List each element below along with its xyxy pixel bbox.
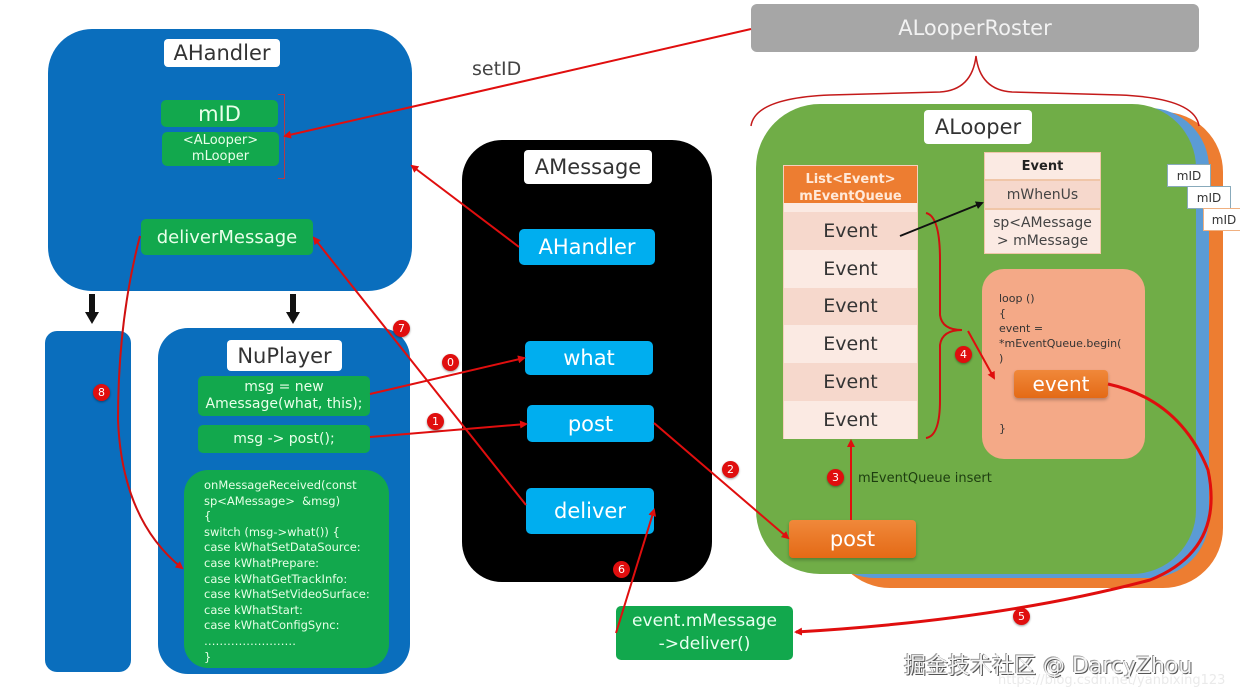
event-message-line2: > mMessage [996,233,1089,249]
step-badge-0: 0 [442,354,459,371]
code-line: onMessageReceived(const [204,478,357,492]
amessage-title: AMessage [524,150,652,184]
event-queue-header: List<Event> mEventQueue [784,166,917,204]
event-queue-item: Event [784,287,917,326]
loop-code-line: ) [999,352,1004,365]
code-line: case kWhatSetDataSource: [204,540,361,555]
event-struct-title: Event [985,153,1100,181]
code-line: case kWhatPrepare: [204,555,320,570]
loop-code-line: loop () [999,292,1035,305]
watermark: 掘金技术社区 @ DarcyZhou [904,654,1193,679]
looper-mid-tag-3: mID [1203,208,1240,231]
event-queue-item: Event [784,249,917,288]
new-message-code: msg = new Amessage(what, this); [198,376,370,416]
amessage-post-method: post [527,405,654,442]
event-queue-item: Event [784,400,917,439]
alooper-title: ALooper [924,110,1032,144]
code-line: case kWhatStart: [204,602,303,617]
step-badge-2: 2 [722,461,739,478]
insert-label: mEventQueue insert [858,471,992,486]
amessage-deliver-method: deliver [526,488,654,534]
mlooper-type: <ALooper> [182,133,259,148]
step-badge-8: 8 [93,384,110,401]
code-line: sp<AMessage> &msg) [204,493,341,508]
post-call-code: msg -> post(); [198,425,370,453]
ahandler-mlooper-field: <ALooper> mLooper [162,132,279,166]
looper-mid-tag-1: mID [1167,164,1211,187]
watermark-url: https://blog.csdn.net/yanbixing123 [998,673,1226,688]
code-line: case kWhatSetVideoSurface: [204,587,370,602]
fields-bracket [278,94,285,179]
event-queue-item: Event [784,325,917,364]
event-queue-item: Event [784,212,917,250]
event-struct-when: mWhenUs [985,181,1100,210]
mlooper-name: mLooper [191,149,250,164]
queue-header-type: List<Event> [805,172,896,187]
step-badge-7: 7 [393,320,410,337]
event-struct-message: sp<AMessage > mMessage [985,210,1100,250]
loop-code-line: *mEventQueue.begin( [999,337,1122,350]
looper-post-method: post [789,520,916,558]
event-struct: Event mWhenUs sp<AMessage > mMessage [984,152,1101,254]
loop-code-line: { [999,307,1006,320]
alooper-roster-box: ALooperRoster [751,4,1199,52]
ahandler-mid-field: mID [161,100,278,127]
code-line: case kWhatGetTrackInfo: [204,571,348,586]
loop-code-box: loop () { event = *mEventQueue.begin() } [982,269,1145,459]
step-badge-6: 6 [613,561,630,578]
code-line: case kWhatConfigSync: [204,618,340,633]
code-line: switch (msg->what()) { [204,524,340,539]
loop-code-close: } [999,422,1006,435]
code-line: { [204,509,212,524]
inherit-arrow-left [85,294,99,324]
deliver-message-method: deliverMessage [141,219,313,255]
code-line: …………………… [204,633,296,648]
step-badge-1: 1 [427,413,444,430]
event-message-line1: sp<AMessage [993,215,1092,231]
new-message-line2: Amessage(what, this); [205,396,363,412]
ahandler-title: AHandler [164,39,280,67]
inherit-arrow-right [286,294,300,324]
amessage-what-field: what [525,341,653,375]
subclass-panel-blank [45,331,131,672]
deliver-call-code: event.mMessage ->deliver() [616,606,793,660]
event-queue-item: Event [784,363,917,401]
loop-code-lines: loop () { event = *mEventQueue.begin() [999,291,1145,366]
step-badge-5: 5 [1013,608,1030,625]
queue-header-name: mEventQueue [799,189,902,204]
set-id-label: setID [472,58,522,80]
nuplayer-title: NuPlayer [227,340,342,371]
new-message-line1: msg = new [244,379,324,395]
loop-code-line: event = [999,322,1044,335]
deliver-call-line2: ->deliver() [658,634,751,654]
amessage-ahandler-field: AHandler [519,229,655,265]
step-badge-4: 4 [955,346,972,363]
looper-mid-tag-2: mID [1187,186,1231,209]
step-badge-3: 3 [827,469,844,486]
deliver-call-line1: event.mMessage [632,611,777,631]
code-line: } [204,649,212,664]
event-button: event [1014,370,1108,398]
